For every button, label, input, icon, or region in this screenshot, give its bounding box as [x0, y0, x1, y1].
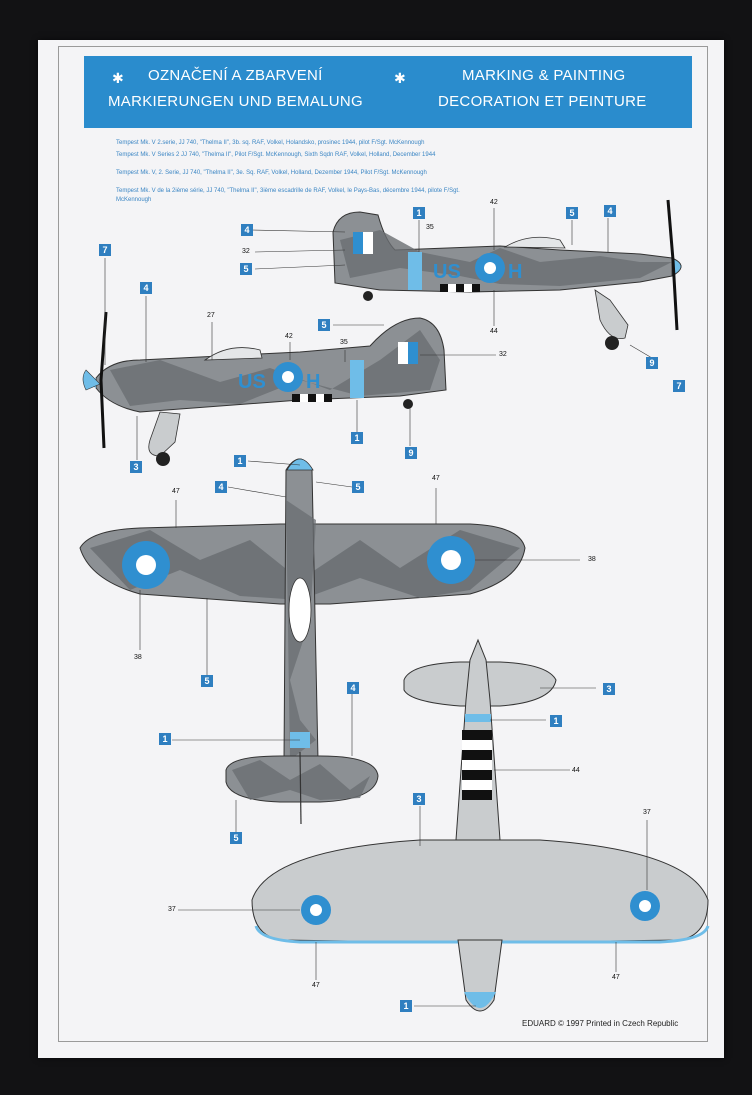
callout-1: 1: [234, 455, 246, 467]
callout-4: 4: [140, 282, 152, 294]
callout-5: 5: [566, 207, 578, 219]
title-banner: ✱ OZNAČENÍ A ZBARVENÍ MARKIERUNGEN UND B…: [84, 56, 692, 128]
callout-7: 7: [99, 244, 111, 256]
callout-1: 1: [550, 715, 562, 727]
description-english: Tempest Mk. V Series 2 JJ 740, "Thelma I…: [116, 152, 436, 158]
callout-3: 3: [130, 461, 142, 473]
profile-left-view: US H: [82, 258, 496, 466]
description-french: Tempest Mk. V de la 2ième série, JJ 740,…: [116, 188, 460, 194]
decal-number: 47: [172, 488, 180, 495]
callout-7: 7: [673, 380, 685, 392]
copyright-footer: EDUARD © 1997 Printed in Czech Republic: [522, 1019, 679, 1028]
star-icon: ✱: [112, 70, 124, 86]
decal-number: 47: [612, 974, 620, 981]
decal-number: 27: [207, 312, 215, 319]
description-czech: Tempest Mk. V 2.serie, JJ 740, "Thelma I…: [116, 140, 425, 146]
callout-4: 4: [215, 481, 227, 493]
profile-right-view: US H: [249, 199, 682, 359]
callout-9: 9: [405, 447, 417, 459]
title-czech: OZNAČENÍ A ZBARVENÍ: [148, 67, 323, 84]
svg-text:H: H: [306, 371, 320, 393]
decal-number: 47: [312, 982, 320, 989]
code-letter-h: H: [508, 261, 522, 283]
title-german: MARKIERUNGEN UND BEMALUNG: [108, 93, 364, 110]
decal-number: 38: [134, 654, 142, 661]
callout-1: 1: [413, 207, 425, 219]
callout-4: 4: [347, 682, 359, 694]
description-french-cont: McKennough: [116, 197, 152, 203]
callout-3: 3: [413, 793, 425, 805]
star-icon: ✱: [394, 70, 406, 86]
decal-number: 35: [340, 339, 348, 346]
decal-number: 44: [572, 767, 580, 774]
description-german: Tempest Mk. V, 2. Serie, JJ 740, "Thelma…: [116, 170, 427, 176]
top-view: [79, 458, 580, 832]
callout-5: 5: [230, 832, 242, 844]
decal-number: 44: [490, 328, 498, 335]
decal-number: 32: [499, 351, 507, 358]
title-english: MARKING & PAINTING: [462, 67, 626, 84]
callout-4: 4: [604, 205, 616, 217]
decal-number: 37: [168, 906, 176, 913]
callout-3: 3: [603, 683, 615, 695]
underside-view: [178, 638, 710, 1012]
callout-1: 1: [159, 733, 171, 745]
callout-1: 1: [400, 1000, 412, 1012]
callout-4: 4: [241, 224, 253, 236]
decal-number: 42: [285, 333, 293, 340]
callout-9: 9: [646, 357, 658, 369]
title-french: DECORATION ET PEINTURE: [438, 93, 647, 110]
callout-1: 1: [351, 432, 363, 444]
decal-number: 32: [242, 248, 250, 255]
callout-5: 5: [352, 481, 364, 493]
invasion-stripes: [440, 284, 480, 292]
decal-number: 37: [643, 809, 651, 816]
decal-number: 42: [490, 199, 498, 206]
callout-5: 5: [318, 319, 330, 331]
code-letters: US: [433, 261, 461, 283]
decal-number: 47: [432, 475, 440, 482]
underside-invasion-stripes: [462, 730, 492, 800]
sheet-border: [58, 46, 708, 1042]
svg-text:US: US: [238, 371, 266, 393]
decal-number: 35: [426, 224, 434, 231]
decal-number: 38: [588, 556, 596, 563]
callout-5: 5: [240, 263, 252, 275]
callout-5: 5: [201, 675, 213, 687]
